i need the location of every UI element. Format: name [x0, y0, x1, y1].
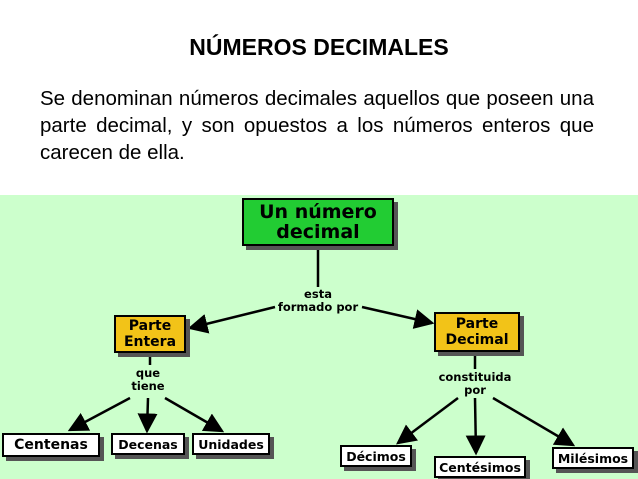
intro-paragraph: Se denominan números decimales aquellos … — [40, 87, 594, 164]
leaf-decenas: Decenas — [111, 433, 185, 455]
connector-arrows — [67, 249, 576, 456]
arrow-to-decimal — [361, 305, 435, 329]
arrow-to-centenas — [67, 396, 131, 432]
leaf-unidades: Unidades — [192, 433, 270, 455]
arrow-to-centesimos — [465, 397, 486, 456]
leaf-centesimos: Centésimos — [434, 456, 526, 478]
leaf-milesimos: Milésimos — [552, 447, 634, 469]
arrow-to-decimos — [396, 397, 459, 445]
arrow-to-entera — [187, 305, 276, 334]
leaf-decimos: Décimos — [340, 445, 412, 467]
leaf-centenas: Centenas — [2, 433, 100, 457]
page-title: NÚMEROS DECIMALES — [189, 34, 449, 60]
arrow-to-milesimos — [492, 396, 576, 447]
arrow-to-decenas — [137, 397, 158, 434]
arrow-to-unidades — [164, 396, 225, 433]
